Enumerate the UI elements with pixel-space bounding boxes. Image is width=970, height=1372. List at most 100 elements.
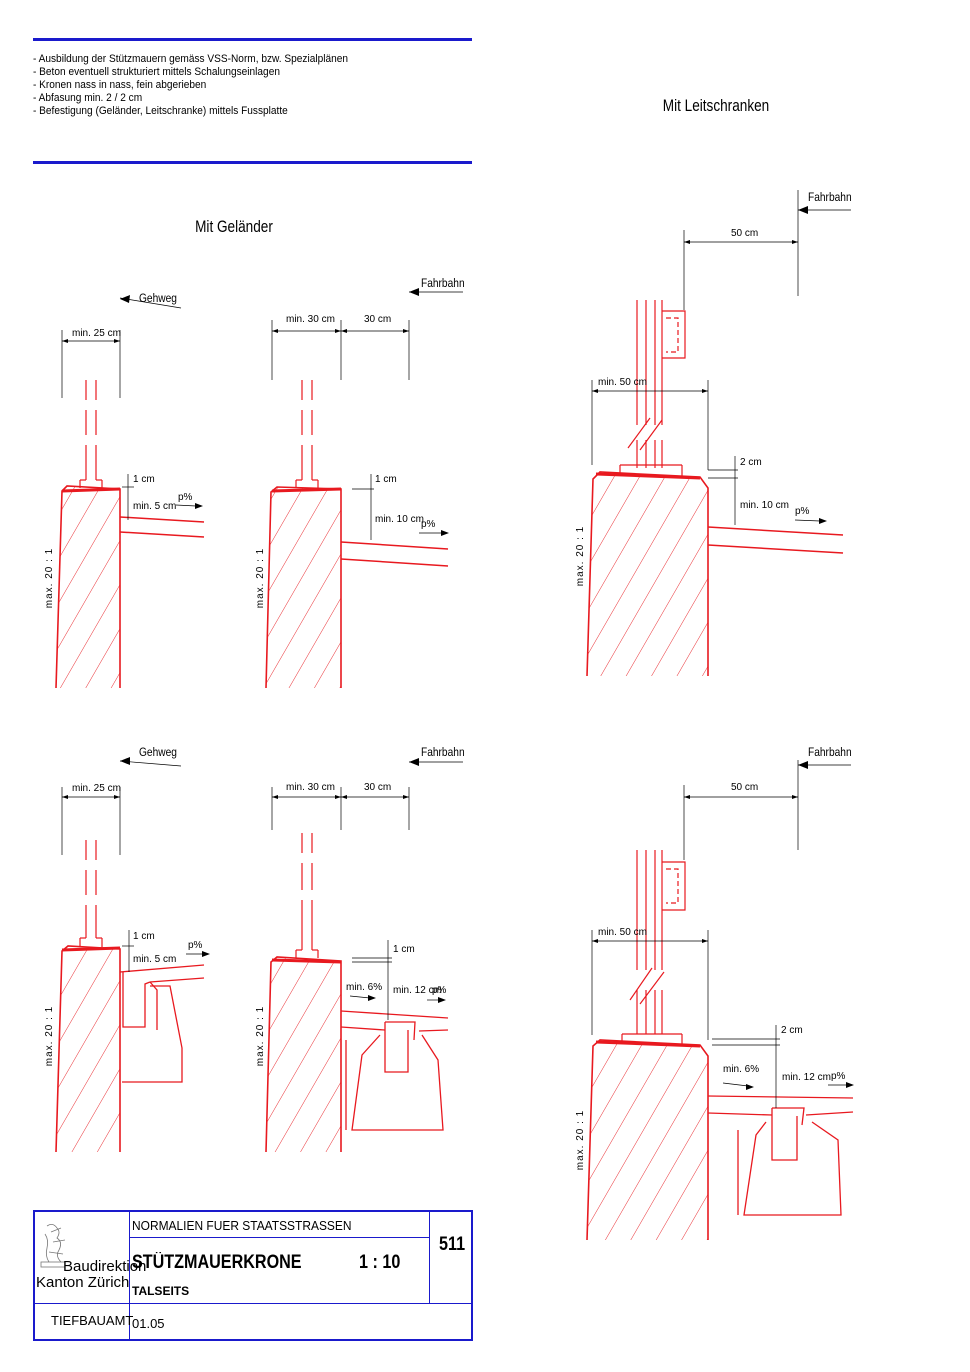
- dim-1cm: 1 cm: [393, 944, 415, 955]
- tb-divider-series: [129, 1237, 429, 1238]
- dim-min-25: min. 25 cm: [72, 783, 121, 794]
- dim-min-5: min. 5 cm: [133, 501, 176, 512]
- dim-min-12: min. 12 cm: [782, 1072, 831, 1083]
- slope-p: p%: [178, 492, 193, 503]
- dim-50: 50 cm: [731, 782, 758, 793]
- wall-section: [586, 1039, 709, 1241]
- dim-min-30: min. 30 cm: [286, 314, 335, 325]
- wall-section: [55, 945, 121, 1153]
- dim-min-10: min. 10 cm: [375, 514, 424, 525]
- batter-label: max. 20 : 1: [255, 548, 266, 608]
- detail-gelaender-gehweg-randstein: Gehweg min. 25 cm 1 cm min. 5 cm p% max.…: [44, 746, 210, 1153]
- top-rule: [33, 38, 472, 41]
- note-4: - Abfasung min. 2 / 2 cm: [33, 92, 143, 104]
- dim-min-30: min. 30 cm: [286, 782, 335, 793]
- org-line2: Kanton Zürich: [36, 1274, 130, 1291]
- detail-leitschranke-top: Fahrbahn 50 cm min. 50 cm 2 cm min. 10 c…: [575, 190, 852, 677]
- railing-post: [79, 380, 103, 488]
- wall-crown: [61, 946, 121, 952]
- railing-post: [295, 833, 319, 958]
- road-top: [340, 541, 449, 550]
- slope-p: p%: [795, 506, 810, 517]
- road-bottom: [707, 544, 844, 554]
- tb-divider-bottom: [35, 1303, 471, 1304]
- road-bottom: [340, 558, 449, 567]
- wall-crown: [595, 472, 701, 480]
- detail-gelaender-fahrbahn-randstein: Fahrbahn min. 30 cm 30 cm 1 cm min. 6% m…: [255, 746, 465, 1153]
- dim-1cm: 1 cm: [133, 931, 155, 942]
- dim-50: 50 cm: [731, 228, 758, 239]
- label-gehweg: Gehweg: [139, 292, 177, 305]
- title-block: Baudirektion Kanton Zürich NORMALIEN FUE…: [33, 1210, 473, 1341]
- label-fahrbahn: Fahrbahn: [421, 746, 465, 759]
- dim-1cm: 1 cm: [133, 474, 155, 485]
- road-top: [707, 526, 844, 536]
- tb-divider-org: [129, 1212, 130, 1339]
- org-line1: Baudirektion: [63, 1258, 147, 1275]
- tb-dept: TIEFBAUAMT: [51, 1313, 134, 1328]
- wall-section: [265, 486, 342, 689]
- canton-lion-icon: [40, 1224, 66, 1268]
- detail-gelaender-fahrbahn: Fahrbahn min. 30 cm 30 cm 1 cm min. 10 c…: [255, 277, 465, 689]
- slope-p: p%: [432, 985, 447, 996]
- tb-series: NORMALIEN FUER STAATSSTRASSEN: [132, 1218, 352, 1233]
- batter-label: max. 20 : 1: [575, 1110, 586, 1170]
- dim-1cm: 1 cm: [375, 474, 397, 485]
- dim-min-50: min. 50 cm: [598, 377, 647, 388]
- batter-label: max. 20 : 1: [575, 526, 586, 586]
- dim-2cm: 2 cm: [781, 1025, 803, 1036]
- note-2: - Beton eventuell strukturiert mittels S…: [33, 66, 280, 78]
- heading-mit-gelaender: Mit Geländer: [195, 218, 273, 237]
- tb-number: 511: [439, 1234, 466, 1255]
- wall-crown: [61, 487, 121, 493]
- dim-2cm: 2 cm: [740, 457, 762, 468]
- note-3: - Kronen nass in nass, fein abgerieben: [33, 79, 207, 91]
- label-fahrbahn: Fahrbahn: [808, 191, 852, 204]
- dim-30: 30 cm: [364, 782, 391, 793]
- guardrail-post: [619, 300, 686, 478]
- dim-min-10: min. 10 cm: [740, 500, 789, 511]
- dim-min-50: min. 50 cm: [598, 927, 647, 938]
- pavement-top: [119, 516, 205, 523]
- label-fahrbahn: Fahrbahn: [421, 277, 465, 290]
- slope-p: p%: [421, 519, 436, 530]
- curb-stone: [707, 1095, 854, 1216]
- wall-section: [265, 956, 342, 1153]
- label-gehweg: Gehweg: [139, 746, 177, 759]
- slope-p: p%: [831, 1071, 846, 1082]
- pavement-bottom: [119, 531, 205, 538]
- batter-label: max. 20 : 1: [44, 1006, 55, 1066]
- detail-gelaender-gehweg: Gehweg min. 25 cm 1 cm min. 5 cm p% max.…: [44, 292, 205, 689]
- slope-p: p%: [188, 940, 203, 951]
- tb-scale: 1 : 10: [359, 1252, 401, 1273]
- notes-list: - Ausbildung der Stützmauern gemäss VSS-…: [33, 53, 438, 118]
- batter-label: max. 20 : 1: [255, 1006, 266, 1066]
- label-fahrbahn: Fahrbahn: [808, 746, 852, 759]
- note-5: - Befestigung (Geländer, Leitschranke) m…: [33, 105, 288, 117]
- dim-min-6pct: min. 6%: [723, 1064, 759, 1075]
- tb-divider-number: [429, 1212, 430, 1303]
- wall-crown: [271, 958, 342, 964]
- wall-section: [586, 471, 709, 677]
- heading-mit-leitschranken: Mit Leitschranken: [663, 97, 769, 116]
- batter-label: max. 20 : 1: [44, 548, 55, 608]
- dim-min-25: min. 25 cm: [72, 328, 121, 339]
- wall-section: [55, 485, 121, 689]
- dim-30: 30 cm: [364, 314, 391, 325]
- railing-post: [295, 380, 319, 488]
- wall-crown: [271, 487, 342, 493]
- notes-bottom-rule: [33, 161, 472, 164]
- dim-min-12: min. 12 cm: [393, 985, 442, 996]
- dim-min-6pct: min. 6%: [346, 982, 382, 993]
- tb-date: 01.05: [132, 1316, 165, 1331]
- curb-stone: [340, 1010, 449, 1131]
- dim-min-5: min. 5 cm: [133, 954, 176, 965]
- detail-leitschranke-randstein: Fahrbahn 50 cm min. 50 cm 2 cm min. 6% m…: [575, 746, 854, 1241]
- wall-crown: [595, 1040, 701, 1048]
- note-1: - Ausbildung der Stützmauern gemäss VSS-…: [33, 53, 349, 65]
- tb-subtitle: TALSEITS: [132, 1284, 190, 1298]
- tb-title: STÜTZMAUERKRONE: [132, 1252, 302, 1273]
- curb-stone: [119, 964, 205, 1083]
- guardrail-post: [621, 850, 686, 1046]
